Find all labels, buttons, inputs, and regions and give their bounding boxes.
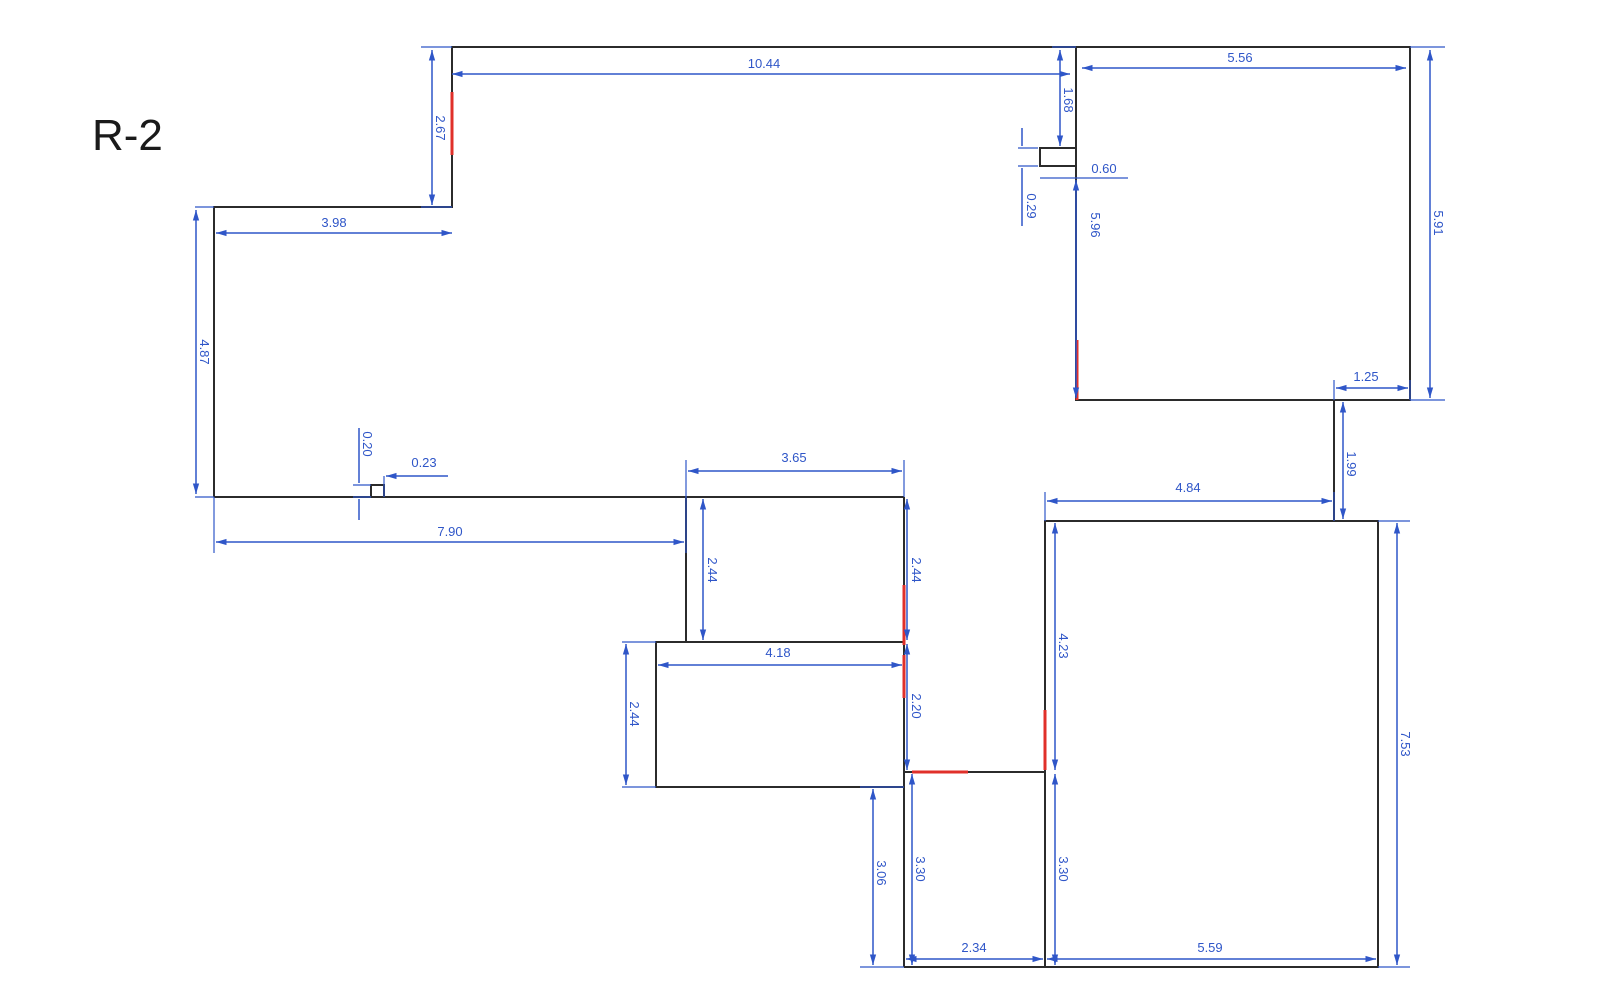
dim-label-stair-wall: 1.68: [1061, 87, 1076, 112]
wall-upper-room: [213, 46, 1411, 497]
dim-label-left-step-width: 3.98: [321, 215, 346, 230]
dim-label-room-a-left-height: 2.44: [705, 557, 720, 582]
dim-label-corridor-length: 1.99: [1344, 451, 1359, 476]
dim-label-top-right-width: 5.56: [1227, 50, 1252, 65]
dim-label-notch-depth: 0.29: [1024, 193, 1039, 218]
dim-label-small-notch-width: 0.23: [411, 455, 436, 470]
dim-label-bottom-right-top-width: 4.84: [1175, 480, 1200, 495]
dim-label-right-room-outer-height: 5.91: [1431, 210, 1446, 235]
dim-label-corridor-offset: 1.25: [1353, 369, 1378, 384]
dim-label-lower-span: 7.90: [437, 524, 462, 539]
wall-bottom-right-room: [1044, 520, 1379, 968]
dim-label-hall-width: 2.34: [961, 940, 986, 955]
dim-label-hall-right-height: 3.30: [1056, 856, 1071, 881]
openings: [450, 92, 1079, 774]
walls: [213, 46, 1411, 968]
dim-label-bottom-right-height: 7.53: [1398, 731, 1413, 756]
wall-room-b: [655, 641, 905, 788]
dim-label-left-step-height: 2.67: [433, 115, 448, 140]
dim-label-bottom-right-width: 5.59: [1197, 940, 1222, 955]
extension-lines: [195, 46, 1445, 968]
dim-label-small-notch-height: 0.20: [360, 431, 375, 456]
dimension-lines: [192, 50, 1434, 965]
dim-label-hall-left-height: 3.30: [913, 856, 928, 881]
dim-label-right-room-inner-height: 5.96: [1088, 212, 1103, 237]
dim-label-bottom-right-left-height: 4.23: [1056, 633, 1071, 658]
dim-label-top-span: 10.44: [748, 56, 781, 71]
dim-label-room-b-width: 4.18: [765, 645, 790, 660]
dim-label-room-b-right-height: 2.20: [909, 693, 924, 718]
dim-label-notch-width: 0.60: [1091, 161, 1116, 176]
dim-label-hall-left-lower: 3.06: [874, 860, 889, 885]
dim-label-room-a-right-height: 2.44: [909, 557, 924, 582]
dim-label-room-b-height: 2.44: [627, 701, 642, 726]
wall-small-notch: [370, 484, 385, 498]
dimension-labels: 10.44 5.56 1.68 0.60 0.29 5.96 5.91 2.67…: [197, 50, 1446, 955]
plan-title: R-2: [92, 111, 163, 160]
dim-label-room-a-width: 3.65: [781, 450, 806, 465]
dim-label-left-wall-height: 4.87: [197, 339, 212, 364]
